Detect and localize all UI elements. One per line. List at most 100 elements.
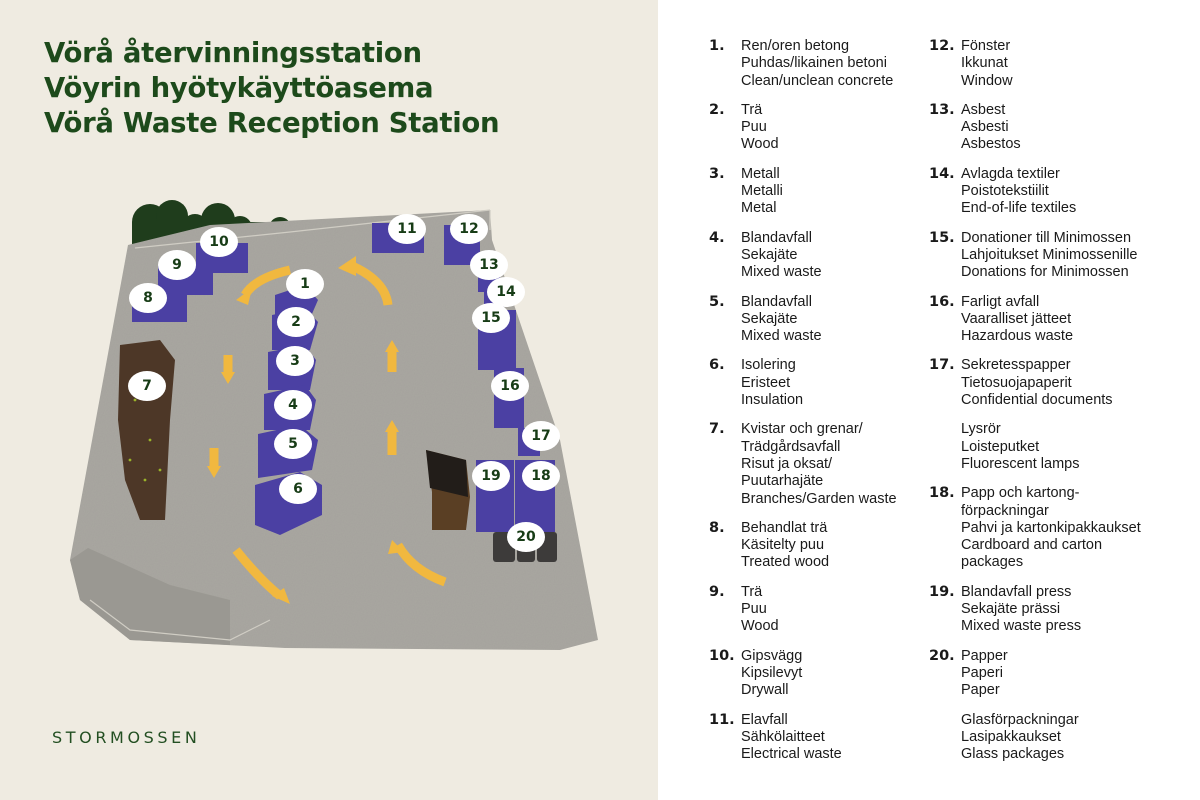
legend-label-line: Pahvi ja kartonkipakkaukset: [961, 519, 1141, 536]
legend-label-line: Trä: [741, 101, 763, 118]
map-badge-14[interactable]: 14: [487, 277, 525, 307]
legend-label-line: Paperi: [961, 664, 1003, 681]
legend-number: 18.: [929, 485, 955, 502]
legend-label-line: Behandlat trä: [741, 519, 828, 536]
map-badge-18[interactable]: 18: [522, 461, 560, 491]
legend-label-line: Donationer till Minimossen: [961, 229, 1132, 246]
legend-label-line: Sekajäte prässi: [961, 601, 1061, 618]
legend-number: 13.: [929, 101, 955, 118]
ground-area: [70, 210, 598, 650]
legend-label-line: Puhdas/likainen betoni: [741, 55, 887, 72]
legend-label-line: Clean/unclean concrete: [741, 72, 894, 89]
map-badge-10[interactable]: 10: [200, 227, 238, 257]
legend-label-line: Sekajäte: [741, 310, 798, 327]
legend-label-line: Asbestos: [961, 136, 1021, 153]
legend-number: 19.: [929, 583, 955, 600]
legend-number: 6.: [709, 357, 725, 374]
legend-label-line: packages: [961, 554, 1024, 571]
legend-label-line: Blandavfall: [741, 293, 812, 310]
legend-label-line: Asbesti: [961, 119, 1009, 136]
legend-label-line: Isolering: [741, 357, 796, 374]
fence: [89, 209, 491, 641]
station-map: [70, 200, 598, 650]
legend-label-line: Treated wood: [741, 554, 830, 571]
page-title: Vörå återvinningsstation Vöyrin hyötykäy…: [44, 36, 500, 141]
legend-label-line: Wood: [741, 618, 779, 635]
map-badge-15[interactable]: 15: [472, 303, 510, 333]
legend-number: 7.: [709, 421, 725, 438]
legend-number: [929, 421, 961, 473]
legend-label-line: Asbest: [961, 101, 1006, 118]
legend-number: 16.: [929, 293, 955, 310]
legend-number: 2.: [709, 101, 725, 118]
legend-label-line: Kvistar och grenar/: [741, 421, 863, 438]
map-badge-1[interactable]: 1: [286, 269, 324, 299]
legend-label-line: Käsitelty puu: [741, 537, 825, 554]
map-badge-13[interactable]: 13: [470, 250, 508, 280]
legend-label-line: Metall: [741, 165, 780, 182]
brand-logo-text: STORMOSSEN: [52, 728, 201, 747]
legend-label-line: Sekajäte: [741, 246, 798, 263]
map-badge-8[interactable]: 8: [129, 283, 167, 313]
legend-number: 8.: [709, 519, 725, 536]
legend-label-line: Wood: [741, 136, 779, 153]
legend-number: 15.: [929, 229, 955, 246]
legend-number: 1.: [709, 38, 725, 54]
map-badge-4[interactable]: 4: [274, 390, 312, 420]
legend-number: 14.: [929, 165, 955, 182]
map-badge-20[interactable]: 20: [507, 522, 545, 552]
legend-number: 20.: [929, 647, 955, 664]
legend-label-line: Puutarhajäte: [741, 473, 824, 490]
map-badge-11[interactable]: 11: [388, 214, 426, 244]
map-badge-9[interactable]: 9: [158, 250, 196, 280]
legend-panel: [658, 0, 1200, 800]
map-badge-16[interactable]: 16: [491, 371, 529, 401]
map-badge-5[interactable]: 5: [274, 429, 312, 459]
legend-label-line: Glasförpackningar: [961, 711, 1079, 728]
map-badge-12[interactable]: 12: [450, 214, 488, 244]
map-badge-2[interactable]: 2: [277, 307, 315, 337]
map-badge-19[interactable]: 19: [472, 461, 510, 491]
map-badge-7[interactable]: 7: [128, 371, 166, 401]
legend-label-line: Farligt avfall: [961, 293, 1040, 310]
map-badge-6[interactable]: 6: [279, 474, 317, 504]
legend-label-line: Ren/oren betong: [741, 38, 850, 54]
map-badge-17[interactable]: 17: [522, 421, 560, 451]
legend-label-line: Gipsvägg: [741, 647, 803, 664]
legend-label-line: Trädgårdsavfall: [741, 438, 841, 455]
legend-label-line: Trä: [741, 583, 763, 600]
legend-label-line: Mixed waste press: [961, 618, 1082, 635]
legend-label-line: Papper: [961, 647, 1008, 664]
map-badge-3[interactable]: 3: [276, 346, 314, 376]
legend-label-line: Metal: [741, 200, 777, 217]
title-swedish: Vörå återvinningsstation: [44, 37, 422, 69]
legend-label-line: Poistotekstiilit: [961, 183, 1049, 200]
